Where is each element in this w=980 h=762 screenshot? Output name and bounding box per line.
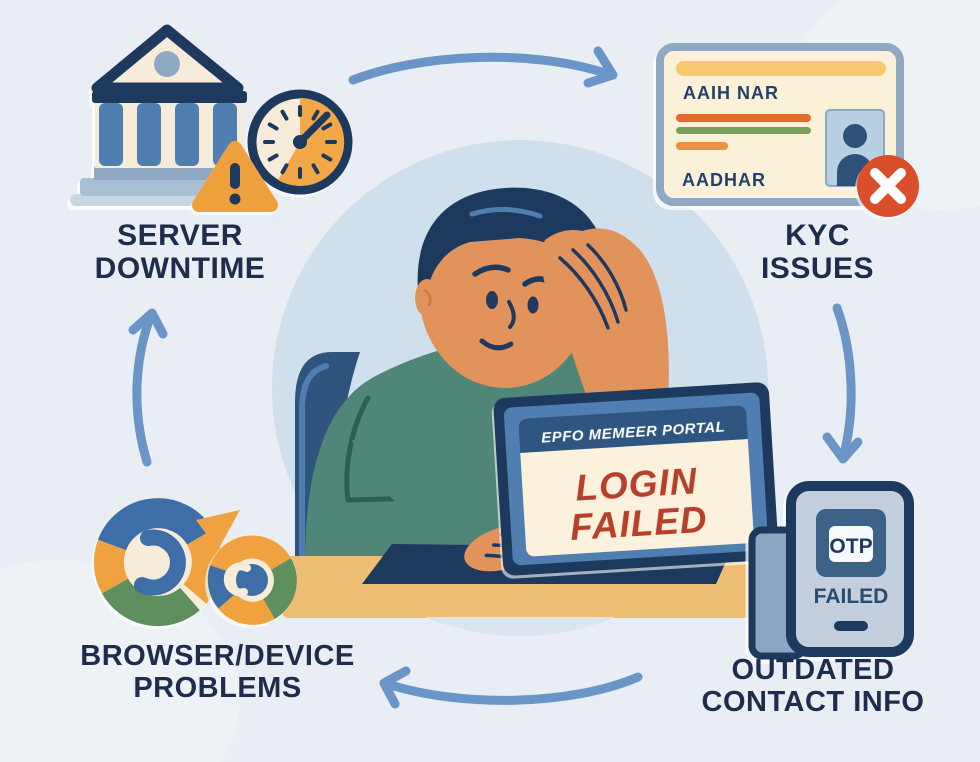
ear [415,279,439,317]
card-top-band [676,61,886,76]
hair-highlight [469,206,543,219]
card-line-green [676,127,811,134]
warning-exclamation-bar [230,163,240,189]
label-browser-line2: PROBLEMS [133,671,302,704]
otp-text: OTP [829,535,872,558]
arrow-right [832,303,856,463]
clock-ticks [263,105,337,179]
warning-exclamation-dot [229,193,241,205]
clock-wedge [278,97,345,186]
label-browser-line1: BROWSER/DEVICE [80,640,355,672]
card-line-orange [676,114,811,122]
aadhaar-card-icon: AAIH NAR AADHAR [656,43,904,206]
laptop-icon: EPFO MEMEER PORTAL LOGIN FAILED [362,382,779,584]
swirl-orange-arc [183,529,222,604]
left-sleeve [352,440,522,551]
arrow-left [132,310,156,467]
label-kyc-issues: KYC ISSUES [700,219,935,285]
cycle-arrows [128,46,863,709]
nose [507,300,516,329]
browser-swirl-icon-large [93,498,240,627]
bank-column [137,103,161,166]
swirl-orange-tail [196,510,240,550]
otp-white-box [829,526,873,562]
bank-entablature [92,91,247,103]
arrow-top [348,52,613,85]
ear-line [423,288,432,307]
swirl2-orange-arc [210,535,292,574]
label-kyc-line1: KYC [785,219,850,252]
halo-bottom-segment [425,617,615,636]
card-line-short [676,142,728,150]
arrow-top-head [583,46,618,88]
label-server-downtime: SERVER DOWNTIME [30,219,330,285]
finger-lines [558,243,628,330]
otp-failed-text: FAILED [814,585,889,608]
label-outdated-contact: OUTDATED CONTACT INFO [648,654,978,719]
arrow-left-head [128,308,168,339]
left-eye [486,291,498,309]
swirl2-blue-arc [207,565,237,609]
portal-header-bar [518,405,748,453]
swirl-blue-arc [97,498,213,551]
swirl2-orange-arc-2 [218,593,275,625]
swirl-green-arc [101,577,200,627]
label-browser-problems: BROWSER/DEVICE PROBLEMS [55,640,380,705]
bank-window [154,51,180,77]
arrow-right-head [822,432,863,464]
frown-mouth [479,338,514,351]
login-failed-line2: FAILED [569,499,709,548]
laptop-display: EPFO MEMEER PORTAL LOGIN FAILED [493,382,779,576]
smartphone-group: OTP FAILED [748,481,914,660]
clock-center [293,135,307,149]
swirl-comma [134,529,186,596]
swirl2-green-arc [262,558,297,619]
error-x-mark [870,168,906,204]
arrow-bottom-head [379,666,411,709]
label-outdated-line1: OUTDATED [731,654,895,686]
card-label-text: AADHAR [682,170,766,190]
right-eye [527,296,539,314]
card-name-text: AAIH NAR [683,83,779,103]
error-x-icon [857,155,919,217]
card-photo-head [843,124,867,148]
swirl-orange-arc-left [93,539,129,594]
bank-column [175,103,199,166]
warning-triangle-icon [192,141,278,212]
arrow-bottom [379,672,643,705]
bank-column [99,103,123,166]
label-outdated-line2: CONTACT INFO [701,685,925,718]
browser-swirl-icon-small [207,535,297,625]
label-kyc-line2: ISSUES [760,252,875,285]
swirl2-comma [223,562,251,597]
swirl2-center [236,564,268,596]
hair [417,187,609,302]
left-eyebrow [472,264,511,277]
label-server-line1: SERVER [117,219,243,252]
bank-base-upper [94,166,244,180]
phone-home-button [834,621,868,631]
label-server-line2: DOWNTIME [94,252,266,285]
clock-icon [247,89,353,195]
login-failed-line1: LOGIN [574,460,699,508]
